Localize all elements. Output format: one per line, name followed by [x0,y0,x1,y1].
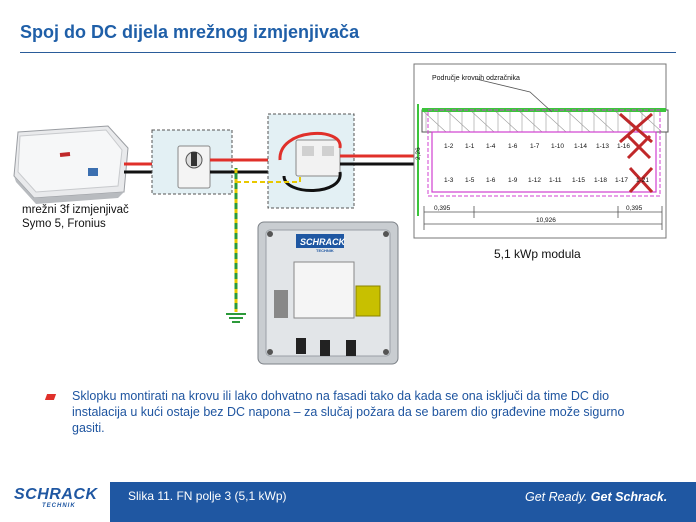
dim-height: 2,26 [415,147,422,160]
inverter-label-line2: Symo 5, Fronius [22,218,106,230]
box-brand: SCHRACK [300,237,347,247]
dim-left: 0,395 [434,205,451,212]
schrack-logo-sub: TECHNIK [42,503,76,509]
schrack-logo: SCHRACK [14,486,98,503]
combiner-box-photo [257,221,399,365]
footer-logo-box [0,482,110,522]
slogan-part-1: Get Ready. [525,490,588,504]
module-label: 1-21 [636,177,649,184]
footer-slogan: Get Ready. Get Schrack. [525,490,667,504]
module-label: 1-4 [486,143,496,150]
module-label: 1-11 [549,177,562,184]
surge-protector-icon [295,139,341,177]
footer-caption: Slika 11. FN polje 3 (5,1 kWp) [128,489,287,503]
module-label: 1-12 [528,177,541,184]
inverter-label-line1: mrežni 3f izmjenjivač [22,204,129,216]
dim-total: 10,926 [536,217,556,224]
slogan-part-2: Get Schrack. [590,490,668,504]
module-row-2: 1-3 1-5 1-6 1-9 1-12 1-11 1-15 1-18 1-17… [444,177,649,184]
module-label: 1-10 [551,143,564,150]
inverter-label: mrežni 3f izmjenjivač Symo 5, Fronius [22,203,129,231]
footer-bar [0,482,696,522]
module-label: 1-16 [617,143,630,150]
dc-switch-icon [177,145,211,189]
module-label: 1-18 [594,177,607,184]
inverter-image [13,125,129,204]
roof-vent-label: Područje krovnih odzračnika [432,75,520,82]
module-label: 1-1 [465,143,475,150]
module-label: 1-6 [486,177,496,184]
wiring-diagram: SCHRACK TECHNIK 1-2 1-1 1-4 1-6 1-7 1-10… [13,63,669,365]
ground-symbol-icon [226,313,246,323]
module-label: 1-3 [444,177,454,184]
slide-title: Spoj do DC dijela mrežnog izmjenjivača [20,22,360,42]
modules-label: 5,1 kWp modula [494,247,581,261]
module-layout-drawing [413,63,669,239]
module-label: 1-9 [508,177,518,184]
module-label: 1-2 [444,143,454,150]
module-label: 1-17 [615,177,628,184]
dim-right: 0,395 [626,205,643,212]
loop-red [278,131,342,161]
note-text: Sklopku montirati na krovu ili lako dohv… [72,389,625,435]
module-label: 1-14 [574,143,587,150]
module-label: 1-7 [530,143,540,150]
title-rule [20,52,676,53]
module-label: 1-13 [596,143,609,150]
module-label: 1-5 [465,177,475,184]
box-brand-sub: TECHNIK [316,248,334,253]
module-label: 1-15 [572,177,585,184]
module-label: 1-6 [508,143,518,150]
module-row-1: 1-2 1-1 1-4 1-6 1-7 1-10 1-14 1-13 1-16 [444,143,630,150]
